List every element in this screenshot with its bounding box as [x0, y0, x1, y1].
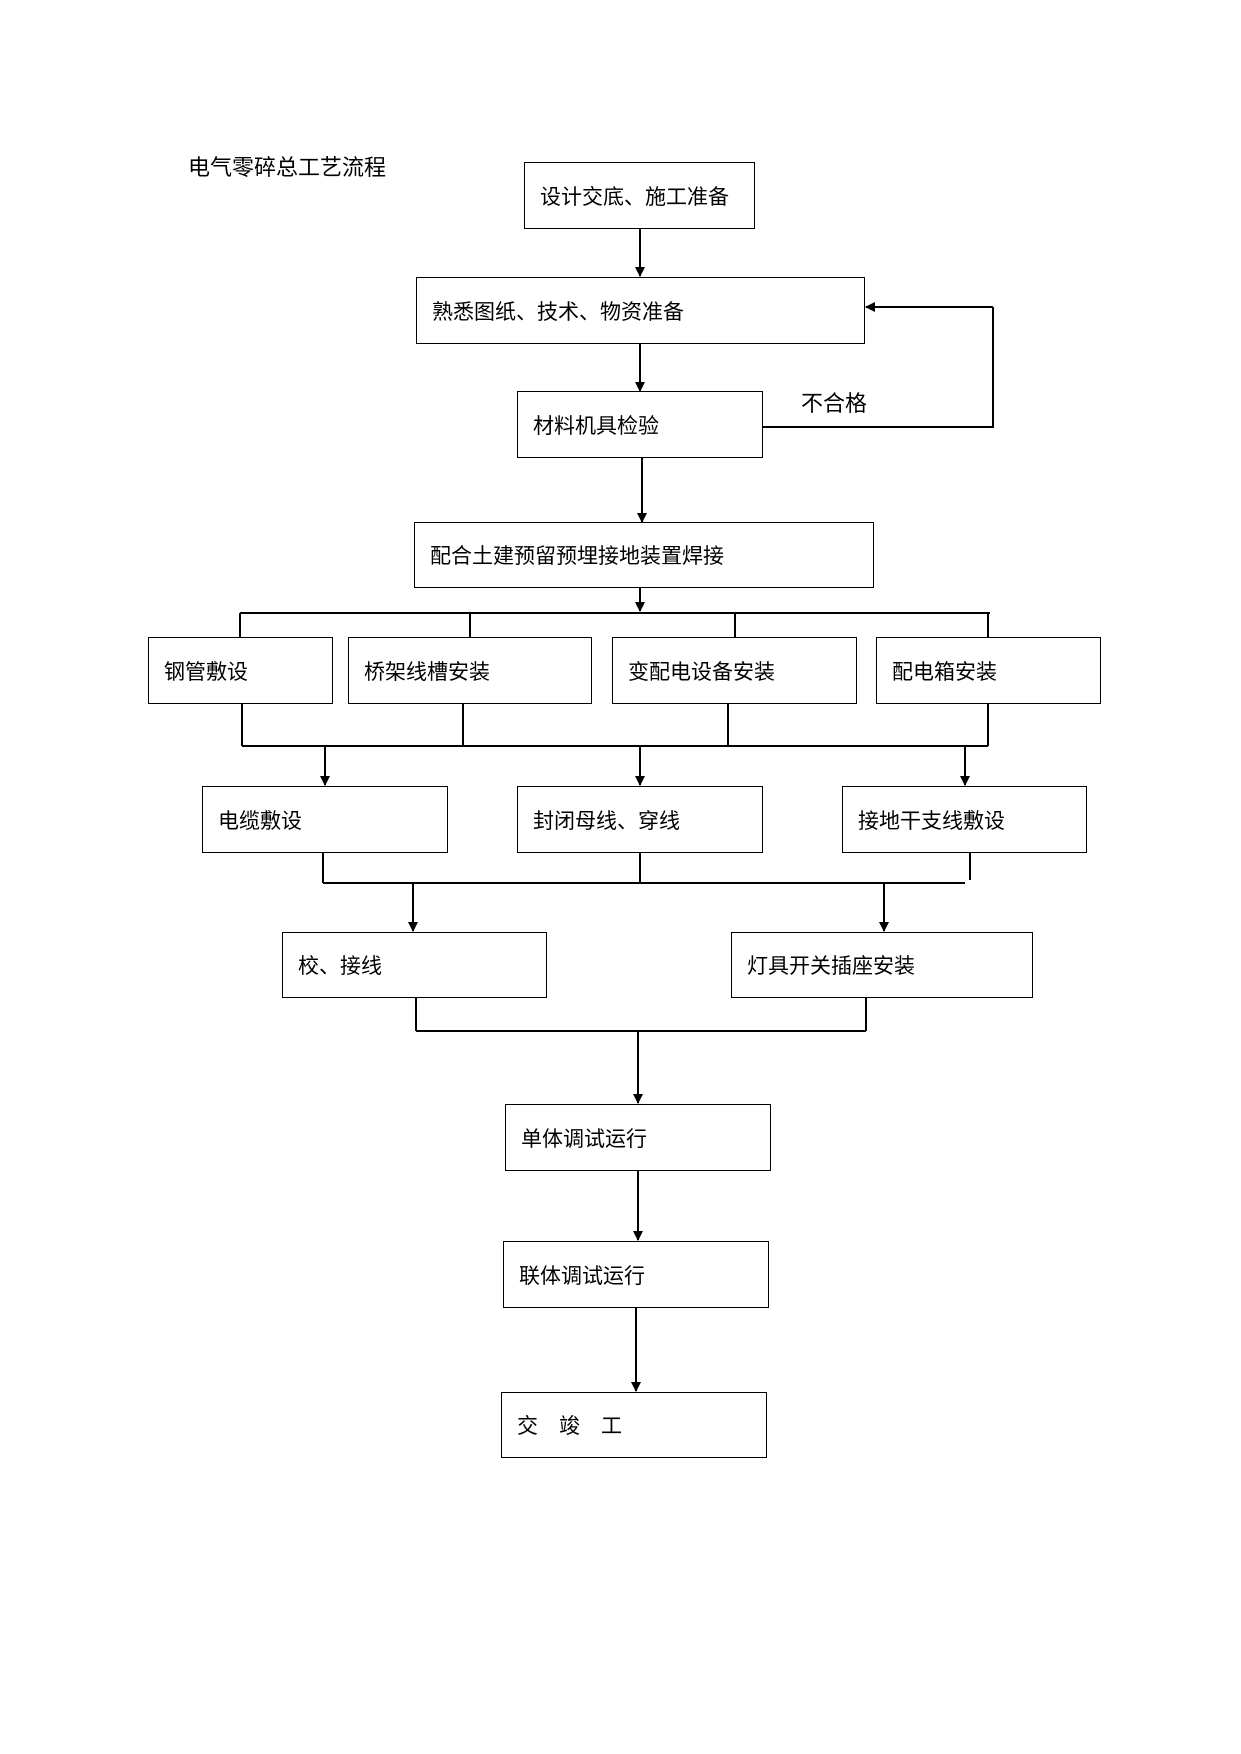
step-inspection: 材料机具检验 — [517, 391, 763, 458]
step-substation-equip: 变配电设备安装 — [612, 637, 857, 704]
step-familiarize: 熟悉图纸、技术、物资准备 — [416, 277, 865, 344]
step-cable-laying: 电缆敷设 — [202, 786, 448, 853]
step-calibrate-wiring: 校、接线 — [282, 932, 547, 998]
step-busway: 封闭母线、穿线 — [517, 786, 763, 853]
step-distribution-box: 配电箱安装 — [876, 637, 1101, 704]
step-completion: 交 竣 工 — [501, 1392, 767, 1458]
step-steel-pipe: 钢管敷设 — [148, 637, 333, 704]
step-lighting-install: 灯具开关插座安装 — [731, 932, 1033, 998]
step-civil-coop: 配合土建预留预埋接地装置焊接 — [414, 522, 874, 588]
label-unqualified: 不合格 — [801, 392, 868, 417]
step-cable-tray: 桥架线槽安装 — [348, 637, 592, 704]
step-unit-test: 单体调试运行 — [505, 1104, 771, 1171]
step-design-disclosure: 设计交底、施工准备 — [524, 162, 755, 229]
step-grounding-lines: 接地干支线敷设 — [842, 786, 1087, 853]
feedback-loop-line — [763, 307, 994, 428]
page-title: 电气零碎总工艺流程 — [188, 156, 387, 181]
step-joint-test: 联体调试运行 — [503, 1241, 769, 1308]
